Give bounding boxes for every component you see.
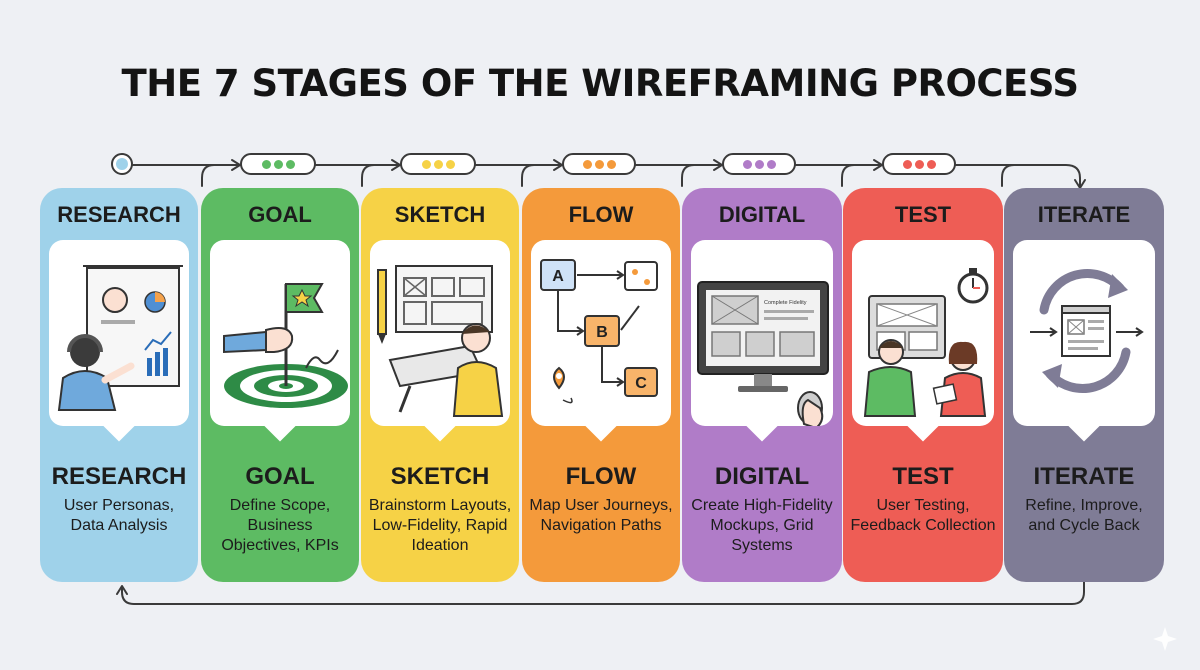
progress-dots-flow bbox=[562, 153, 636, 175]
page-title: THE 7 STAGES OF THE WIREFRAMING PROCESS bbox=[121, 62, 1079, 105]
stage-header: TEST bbox=[894, 202, 952, 227]
monitor-mockup-icon: Complete Fidelity bbox=[697, 281, 829, 426]
progress-dots-research bbox=[111, 153, 133, 175]
flow-node-c: C bbox=[635, 375, 647, 392]
flow-node-b: B bbox=[596, 324, 608, 341]
flow-node-a: A bbox=[552, 268, 564, 285]
progress-dots-sketch bbox=[400, 153, 476, 175]
progress-dots-digital bbox=[722, 153, 796, 175]
stage-description: Map User Journeys, Navigation Paths bbox=[529, 497, 673, 534]
stage-description: Define Scope, Business Objectives, KPIs bbox=[221, 497, 339, 554]
stage-header: SKETCH bbox=[394, 202, 486, 227]
progress-dot bbox=[445, 159, 455, 169]
stage-illustration-panel: Complete Fidelity bbox=[691, 240, 833, 442]
stage-subtitle: TEST bbox=[892, 463, 954, 490]
progress-dot bbox=[421, 159, 431, 169]
progress-dot bbox=[273, 159, 283, 169]
stage-description: Refine, Improve, and Cycle Back bbox=[1025, 497, 1143, 534]
progress-dot bbox=[742, 159, 752, 169]
sketchbook-icon bbox=[377, 265, 504, 417]
stage-subtitle: GOAL bbox=[245, 463, 315, 490]
stage-header: ITERATE bbox=[1037, 202, 1131, 227]
stage-illustration-panel bbox=[852, 240, 994, 442]
stage-header: FLOW bbox=[568, 202, 634, 227]
progress-dot bbox=[926, 159, 936, 169]
stage-card-test: TEST TEST User Testing, Feedback Collecti… bbox=[843, 188, 1003, 582]
progress-dot bbox=[582, 159, 592, 169]
stage-card-goal: GOAL GOAL Define Scope, Business Objectiv… bbox=[201, 188, 359, 582]
progress-dot bbox=[116, 158, 128, 170]
stage-card-research: RESEARCH RESEARCH User Personas, Data Ana… bbox=[40, 188, 198, 582]
stage-description: User Personas, Data Analysis bbox=[63, 497, 175, 534]
stage-subtitle: SKETCH bbox=[390, 463, 490, 490]
stage-subtitle: DIGITAL bbox=[714, 463, 810, 490]
stage-card-flow: FLOW A B C FLOW Map User Journeys, Naviga… bbox=[522, 188, 680, 582]
stage-description: Brainstorm Layouts, Low-Fidelity, Rapid … bbox=[368, 497, 512, 554]
progress-dot bbox=[754, 159, 764, 169]
flag-target-icon bbox=[223, 283, 348, 408]
stage-illustration-panel bbox=[49, 240, 189, 442]
stage-subtitle: RESEARCH bbox=[51, 463, 187, 490]
progress-dot bbox=[902, 159, 912, 169]
progress-dot bbox=[433, 159, 443, 169]
screen-label: Complete Fidelity bbox=[764, 300, 807, 306]
stage-description: User Testing, Feedback Collection bbox=[850, 497, 996, 534]
progress-dot bbox=[606, 159, 616, 169]
stage-subtitle: FLOW bbox=[565, 463, 637, 490]
stage-card-sketch: SKETCH SKETCH Brainstorm Layouts, Low-Fid… bbox=[361, 188, 519, 582]
progress-dot bbox=[261, 159, 271, 169]
stage-illustration-panel bbox=[1013, 240, 1155, 442]
presentation-board-icon bbox=[57, 265, 183, 411]
stage-header: GOAL bbox=[248, 202, 312, 227]
stage-illustration-panel bbox=[370, 240, 510, 442]
progress-dots-goal bbox=[240, 153, 316, 175]
stage-header: RESEARCH bbox=[57, 202, 181, 227]
stage-card-iterate: ITERATE ITERATE Refine, Improve, and Cycl… bbox=[1004, 188, 1164, 582]
user-testing-icon bbox=[863, 268, 989, 417]
stage-card-digital: DIGITAL Complete Fidelity DIGITAL Create … bbox=[682, 188, 842, 582]
progress-dot bbox=[914, 159, 924, 169]
flowchart-icon: A B C bbox=[540, 259, 658, 404]
progress-dots-test bbox=[882, 153, 956, 175]
stage-description: Create High-Fidelity Mockups, Grid Syste… bbox=[691, 497, 833, 554]
cycle-arrows-icon bbox=[1030, 269, 1144, 393]
progress-dot bbox=[766, 159, 776, 169]
progress-dot bbox=[594, 159, 604, 169]
sparkle-icon bbox=[1153, 627, 1177, 651]
stage-subtitle: ITERATE bbox=[1033, 463, 1135, 490]
stage-illustration-panel bbox=[210, 240, 350, 442]
stage-header: DIGITAL bbox=[718, 202, 806, 227]
progress-dot bbox=[285, 159, 295, 169]
stage-illustration-panel: A B C bbox=[531, 240, 671, 442]
